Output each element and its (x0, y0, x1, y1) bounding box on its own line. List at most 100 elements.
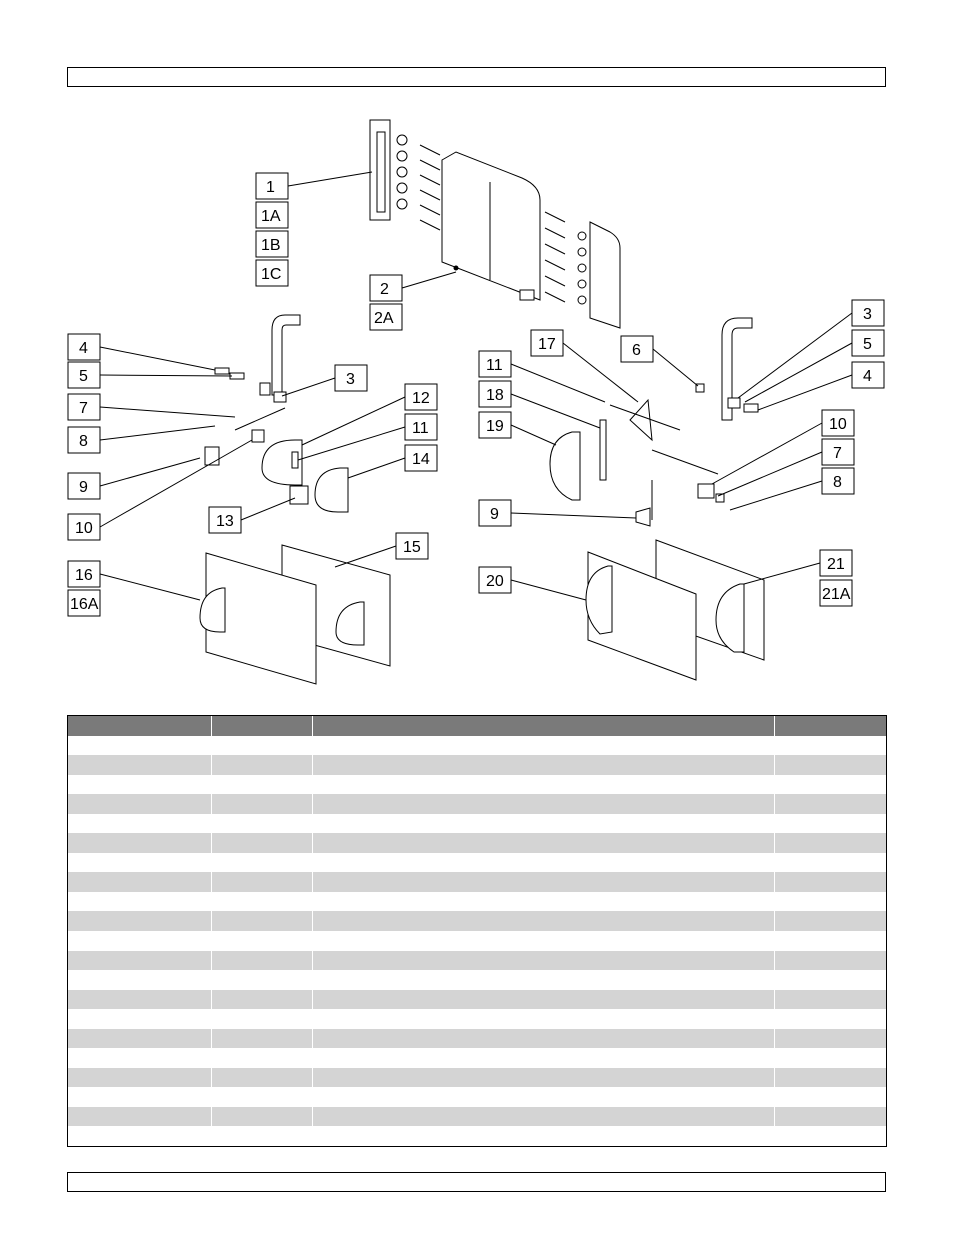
svg-text:3: 3 (863, 306, 872, 323)
table-cell (774, 1087, 886, 1107)
svg-text:20: 20 (486, 573, 504, 590)
table-row (68, 852, 886, 873)
table-cell (312, 1087, 774, 1107)
leader-lines (99, 171, 853, 601)
table-cell (312, 872, 774, 892)
callout-9-right: 9 (478, 499, 512, 527)
table-cell (312, 1048, 774, 1068)
table-cell (68, 794, 211, 814)
svg-text:9: 9 (490, 506, 499, 523)
svg-text:11: 11 (412, 420, 429, 437)
right-side-panels (585, 539, 765, 681)
table-row (68, 931, 886, 951)
table-row (68, 794, 886, 814)
table-cell (312, 891, 774, 912)
svg-text:5: 5 (863, 336, 872, 353)
table-cell (312, 1028, 774, 1049)
table-header-cell (211, 716, 312, 736)
table-cell (312, 833, 774, 853)
table-cell (68, 931, 211, 951)
svg-text:2: 2 (380, 281, 389, 298)
table-cell (211, 989, 312, 1010)
table-row (68, 891, 886, 912)
table-cell (68, 736, 211, 756)
table-cell (68, 1107, 211, 1127)
callout-21a: 21A (819, 579, 853, 607)
table-cell (774, 755, 886, 775)
table-header-row (68, 716, 886, 736)
table-cell (774, 833, 886, 853)
callout-3-right: 3 (851, 299, 885, 327)
table-header-cell (68, 716, 211, 736)
svg-text:17: 17 (538, 336, 556, 353)
table-cell (211, 833, 312, 853)
svg-text:8: 8 (79, 433, 88, 450)
callout-7-right: 7 (821, 438, 855, 466)
table-cell (312, 989, 774, 1010)
table-cell (774, 1028, 886, 1049)
table-cell (211, 813, 312, 834)
table-cell (68, 1029, 211, 1049)
table-cell (68, 872, 211, 892)
svg-text:1: 1 (266, 179, 275, 196)
svg-text:8: 8 (833, 474, 842, 491)
table-cell (211, 1009, 312, 1029)
table-cell (774, 813, 886, 834)
table-row (68, 970, 886, 990)
table-cell (68, 892, 211, 912)
table-cell (312, 1126, 774, 1146)
callout-5-left: 5 (67, 361, 101, 389)
table-cell (211, 1048, 312, 1068)
svg-text:1A: 1A (261, 208, 281, 225)
svg-text:10: 10 (75, 520, 93, 537)
callout-4-left: 4 (67, 333, 101, 361)
table-cell (312, 852, 774, 873)
table-row (68, 911, 886, 931)
svg-text:21A: 21A (822, 586, 851, 603)
table-cell (312, 1009, 774, 1029)
table-cell (211, 1087, 312, 1107)
callout-20: 20 (478, 566, 512, 594)
table-cell (774, 911, 886, 931)
table-cell (774, 989, 886, 1010)
table-cell (68, 814, 211, 834)
table-cell (211, 931, 312, 951)
callout-14: 14 (404, 444, 438, 472)
table-cell (312, 911, 774, 931)
table-cell (211, 735, 312, 756)
callout-13: 13 (208, 506, 242, 534)
callout-1c: 1C (255, 259, 289, 287)
callout-15: 15 (395, 532, 429, 560)
svg-text:18: 18 (486, 387, 504, 404)
table-cell (211, 891, 312, 912)
table-cell (774, 1067, 886, 1088)
svg-text:13: 13 (216, 513, 234, 530)
table-row (68, 950, 886, 971)
callout-5-right: 5 (851, 329, 885, 357)
callout-2a: 2A (369, 303, 403, 331)
callout-1b: 1B (255, 230, 289, 258)
callout-21: 21 (819, 549, 853, 577)
callout-10-left: 10 (67, 513, 101, 541)
callout-8-left: 8 (67, 426, 101, 454)
svg-text:7: 7 (79, 400, 88, 417)
callouts: 1 1A 1B 1C 2 2A 4 5 3 7 8 9 10 12 11 14 … (67, 172, 885, 617)
table-cell (774, 774, 886, 795)
svg-text:4: 4 (79, 340, 88, 357)
callout-1: 1 (255, 172, 289, 200)
table-cell (774, 1009, 886, 1029)
table-cell (211, 911, 312, 931)
callout-16: 16 (67, 560, 101, 588)
table-cell (774, 1126, 886, 1146)
table-header-cell (774, 716, 886, 736)
svg-text:14: 14 (412, 451, 430, 468)
table-cell (211, 755, 312, 775)
table-cell (312, 950, 774, 971)
callout-10-right: 10 (821, 409, 855, 437)
svg-text:9: 9 (79, 479, 88, 496)
svg-text:3: 3 (346, 371, 355, 388)
table-cell (211, 852, 312, 873)
table-row (68, 755, 886, 775)
callout-6: 6 (620, 335, 654, 363)
table-row (68, 1106, 886, 1127)
